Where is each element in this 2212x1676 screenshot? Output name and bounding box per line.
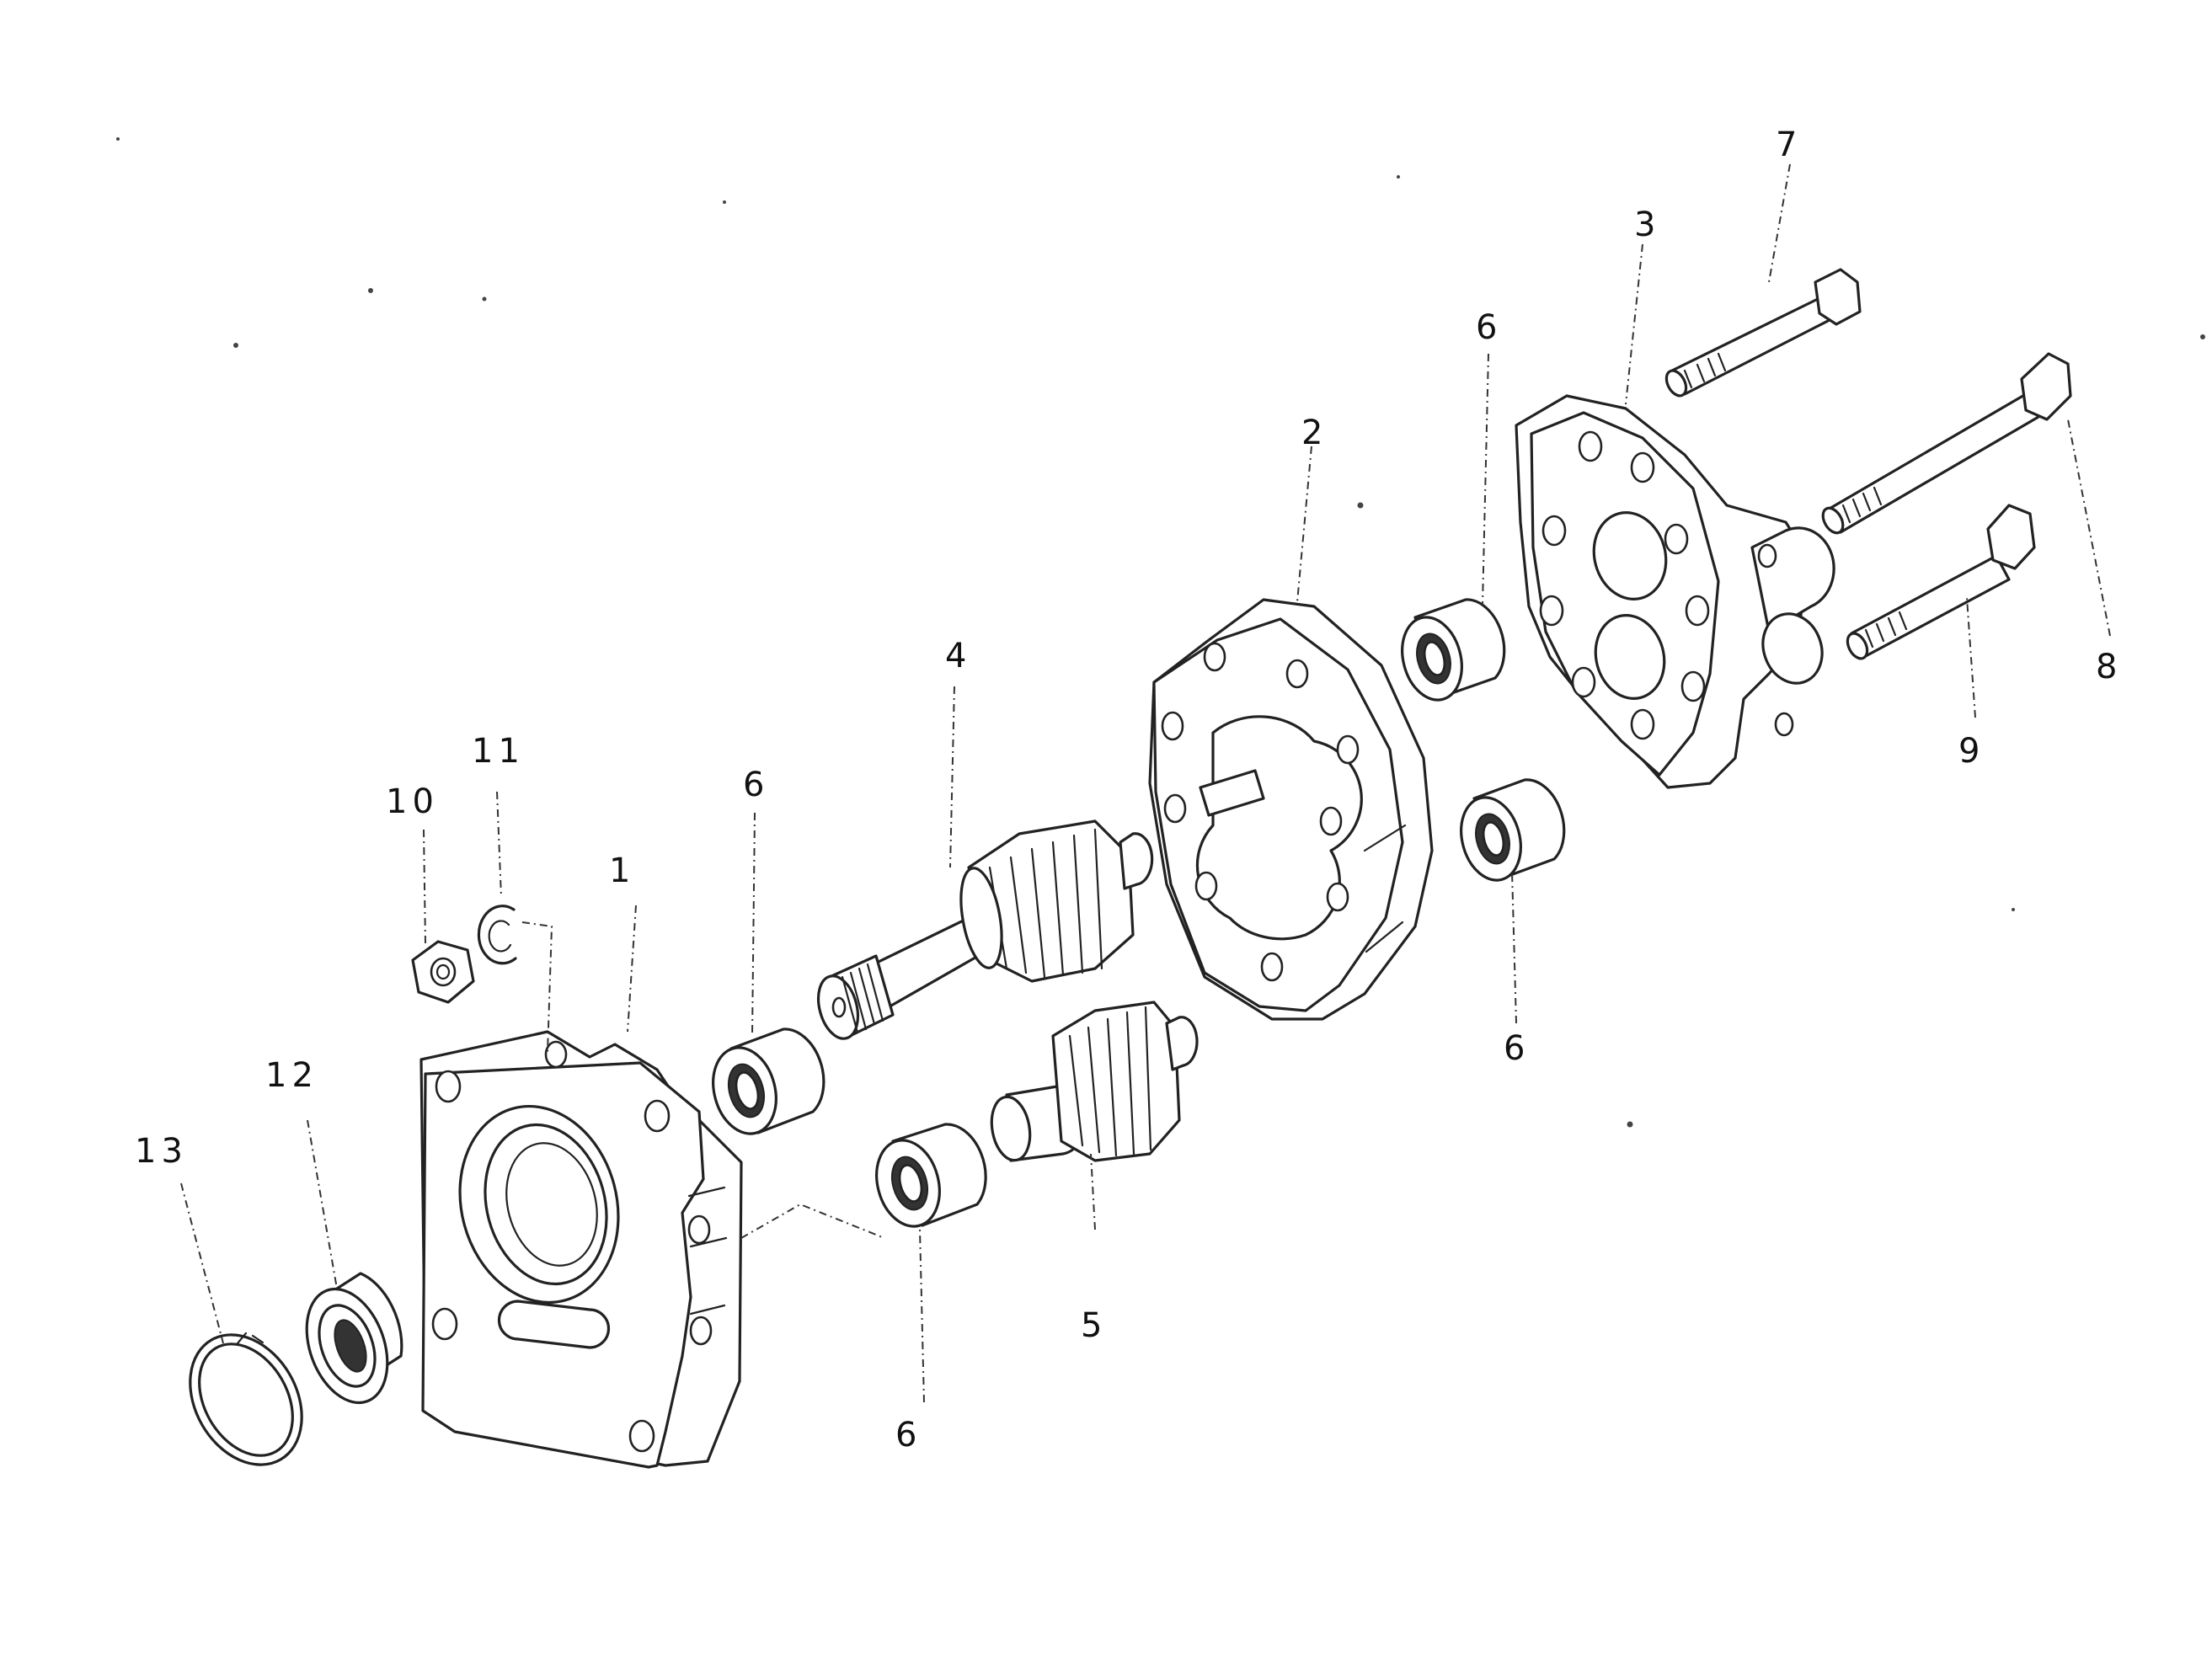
callout-5: 5 xyxy=(1081,1306,1107,1345)
lock-washer-part-11 xyxy=(477,905,517,965)
needle-bearing-rear-upper xyxy=(1401,598,1506,702)
leader-lines xyxy=(180,163,2111,1403)
callout-6-front-lower: 6 xyxy=(895,1416,922,1454)
callout-1: 1 xyxy=(609,851,635,890)
bolt-part-8 xyxy=(1821,352,2072,535)
gear-housing-part-2 xyxy=(1148,598,1434,1021)
oil-seal-part-12 xyxy=(305,1272,403,1405)
callout-11: 11 xyxy=(472,732,525,771)
drive-gear-shaft-part-4 xyxy=(816,819,1154,1040)
callout-12: 12 xyxy=(265,1056,318,1095)
nut-part-10 xyxy=(411,940,475,1004)
callout-9: 9 xyxy=(1958,732,1985,771)
scan-specks xyxy=(116,137,2205,1128)
driven-gear-part-5 xyxy=(990,1001,1199,1162)
callout-4: 4 xyxy=(945,637,971,675)
callout-8: 8 xyxy=(2096,648,2122,686)
callout-7: 7 xyxy=(1776,125,1802,164)
callout-6-rear-upper: 6 xyxy=(1476,308,1502,347)
callout-6-rear-lower: 6 xyxy=(1504,1029,1530,1068)
snap-ring-part-13 xyxy=(189,1332,303,1466)
needle-bearing-rear-lower xyxy=(1460,778,1566,882)
bolt-part-7 xyxy=(1664,268,1862,398)
callout-10: 10 xyxy=(386,782,439,821)
rear-cover-part-3 xyxy=(1515,394,1835,789)
callout-2: 2 xyxy=(1301,414,1328,452)
callout-6-front-upper: 6 xyxy=(743,766,769,804)
needle-bearing-front-upper xyxy=(712,1027,825,1135)
front-housing-part-1 xyxy=(419,1030,743,1469)
callout-3: 3 xyxy=(1634,205,1660,244)
callout-labels: 1 2 3 4 5 6 6 6 6 6 7 8 9 10 11 12 13 xyxy=(135,125,2122,1454)
callout-13: 13 xyxy=(135,1132,188,1171)
bolt-part-9 xyxy=(1846,504,2036,660)
needle-bearing-front-lower xyxy=(875,1123,987,1228)
